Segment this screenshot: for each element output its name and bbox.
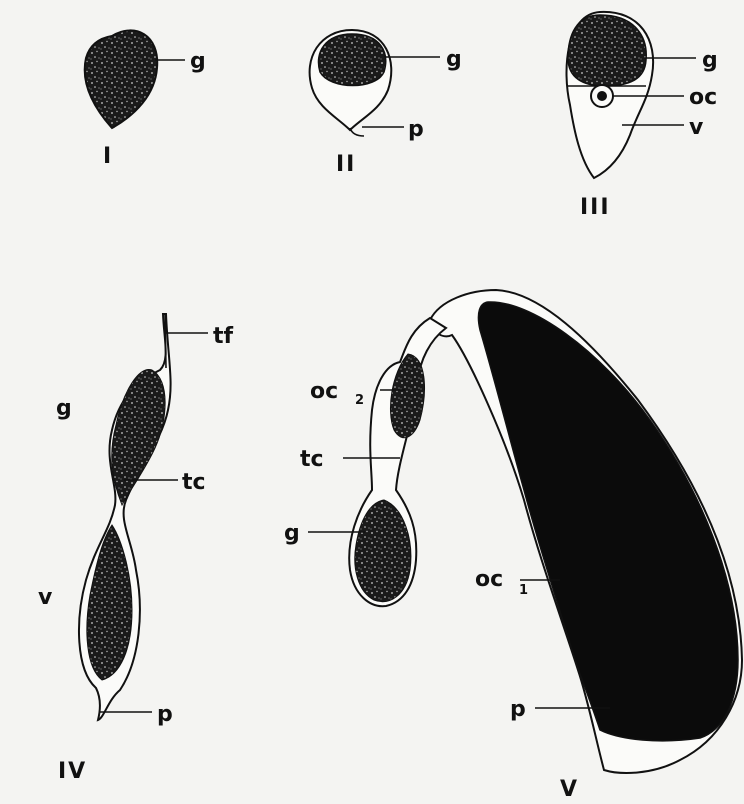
stage-iv-label-tf: tf (213, 324, 234, 349)
stage-i-numeral: I (103, 144, 113, 169)
stage-ii-label-p: p (408, 117, 424, 142)
stage-iii-oocyte-nucleus (597, 91, 607, 101)
stage-iv-terminal-filament (165, 314, 166, 368)
stage-i-cell (85, 30, 158, 128)
stage-iii-label-g: g (702, 48, 718, 73)
stage-iv-numeral: IV (58, 759, 87, 784)
stage-iv-label-tc: tc (182, 470, 206, 495)
stage-v-label-oc2-sub: 2 (355, 393, 364, 408)
stage-v-label-p: p (510, 697, 526, 722)
stage-i-germ-cell (85, 30, 158, 128)
stage-v-label-oc1-sub: 1 (519, 583, 528, 598)
stage-iv-cell (79, 314, 171, 720)
stage-iv-upper-germ-mass (112, 369, 165, 505)
stage-iii-cell (566, 12, 653, 178)
stage-ii-cell (310, 30, 392, 136)
stage-iv-label-v: v (38, 585, 53, 610)
stage-v-label-tc: tc (300, 447, 324, 472)
stage-ii-label-g: g (446, 47, 462, 72)
stage-v-label-g: g (284, 521, 300, 546)
stage-iv-label-p: p (157, 702, 173, 727)
stage-v-label-oc1: oc (475, 567, 503, 592)
stage-v-numeral: V (560, 777, 579, 802)
stage-iii-germ-cell (568, 15, 646, 86)
stage-iv-label-g: g (56, 396, 72, 421)
stage-i-label-g: g (190, 49, 206, 74)
stage-iii-numeral: III (580, 195, 611, 220)
stage-iii-label-v: v (689, 115, 704, 140)
stage-v-label-oc2: oc (310, 379, 338, 404)
stage-v-cell (349, 290, 742, 773)
stage-ii-numeral: II (336, 152, 356, 177)
stage-iii-label-oc: oc (689, 85, 717, 110)
stage-ii-germ-cell (318, 34, 385, 86)
